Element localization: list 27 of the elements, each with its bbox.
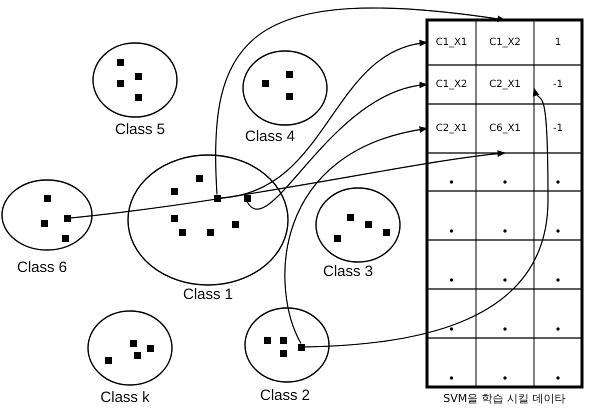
arrow xyxy=(70,150,506,219)
table-cell: -1 xyxy=(534,65,582,104)
class-label: Class 4 xyxy=(244,128,296,145)
arrow xyxy=(304,88,549,348)
data-point xyxy=(298,344,304,350)
arrow xyxy=(220,40,428,199)
data-point xyxy=(244,194,250,202)
table-cell: C2_X1 xyxy=(476,65,534,104)
arrow xyxy=(284,126,428,344)
table-cell: C6_X1 xyxy=(476,104,534,153)
table-cell: C1_X2 xyxy=(427,65,476,104)
table-cell: C1_X1 xyxy=(427,20,476,65)
arrow xyxy=(246,82,428,210)
data-point xyxy=(214,194,220,202)
class-label: Class 3 xyxy=(322,263,374,280)
class-label: Class k xyxy=(100,389,150,406)
table-cell: -1 xyxy=(534,104,582,153)
table-cell: C1_X2 xyxy=(476,20,534,65)
table-caption: SVM을 학습 시킬 데이타 xyxy=(443,391,566,406)
data-point xyxy=(64,214,70,222)
table-cell: 1 xyxy=(534,20,582,65)
table-cell: C2_X1 xyxy=(427,104,476,153)
class-label: Class 6 xyxy=(16,259,68,276)
class-label: Class 5 xyxy=(114,121,166,138)
class-label: Class 1 xyxy=(182,286,234,303)
class-label: Class 2 xyxy=(260,387,310,404)
arrow xyxy=(215,8,506,195)
